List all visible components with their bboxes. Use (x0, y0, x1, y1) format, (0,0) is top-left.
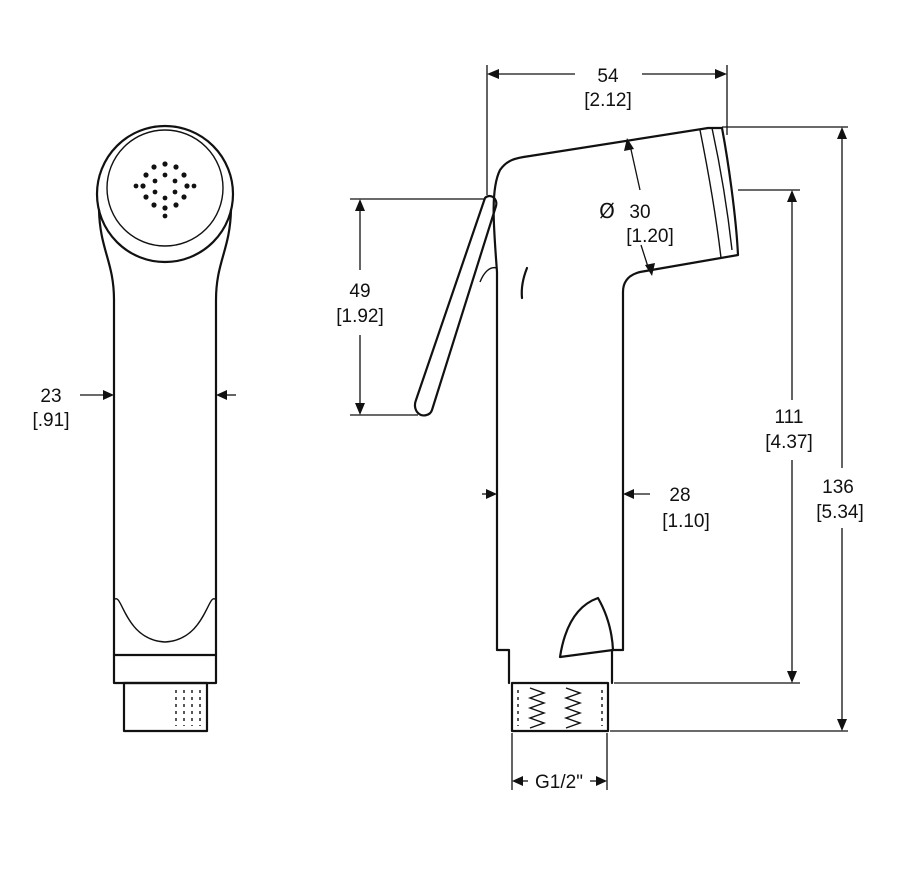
overall-width-inch: [2.12] (584, 90, 632, 111)
side-body-outline (492, 126, 740, 685)
side-view (413, 126, 740, 733)
head-diameter-symbol: Ø (599, 199, 615, 223)
thread-value: G1/2" (535, 772, 583, 793)
front-thread (122, 681, 209, 733)
side-lower-scoop (558, 596, 615, 659)
thread-dimension (511, 733, 608, 790)
body-width-dimension (482, 489, 650, 499)
side-thread-zigzag-left (527, 687, 547, 729)
front-head-outer (95, 124, 235, 264)
side-thread-zigzag-right (563, 687, 583, 729)
body-height-value: 111 (775, 407, 804, 428)
body-width-inch: [1.10] (662, 511, 710, 532)
lever-height-value: 49 (349, 281, 370, 302)
front-width-inch: [.91] (33, 410, 70, 431)
front-thread-marks (175, 690, 201, 726)
side-body-mark (520, 266, 529, 300)
side-lever (413, 194, 498, 417)
spray-holes (133, 161, 197, 219)
body-height-dimension (614, 189, 800, 684)
side-thread (510, 681, 610, 733)
front-head-inner (106, 129, 224, 247)
lever-height-inch: [1.92] (336, 306, 384, 327)
front-lower-scoop (113, 597, 217, 643)
head-diameter-value: 30 (629, 202, 650, 223)
lever-height-dimension (350, 198, 485, 416)
side-head-face (699, 127, 733, 259)
body-height-inch: [4.37] (765, 432, 813, 453)
overall-width-dimension (486, 65, 728, 195)
overall-height-inch: [5.34] (816, 502, 864, 523)
overall-height-dimension (610, 126, 848, 732)
front-view: 23 [.91] (33, 124, 236, 733)
head-diameter-inch: [1.20] (626, 226, 674, 247)
overall-height-value: 136 (822, 477, 854, 498)
side-lever-pivot (479, 266, 498, 283)
front-width-value: 23 (40, 386, 61, 407)
front-width-dimension (80, 390, 236, 400)
front-collar (112, 653, 218, 685)
front-body-outline (97, 208, 233, 657)
body-width-value: 28 (669, 485, 690, 506)
overall-width-value: 54 (597, 66, 619, 87)
head-diameter-dimension (624, 138, 655, 276)
